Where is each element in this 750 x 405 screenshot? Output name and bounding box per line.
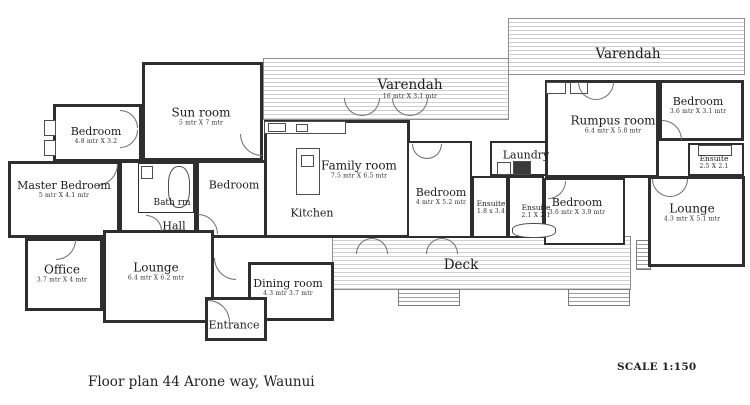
room-label-ensuite-a: Ensuite 1.8 x 3.4: [476, 199, 506, 215]
room-label-rumpus-room: Rumpus room 6.4 mtr X 5.8 mtr: [570, 113, 656, 135]
window-box-upper: [44, 120, 56, 136]
room-label-bath-rm: Bath rm: [153, 197, 191, 208]
kitchen-island: [296, 148, 320, 195]
plan-caption: Floor plan 44 Arone way, Waunui: [88, 374, 315, 390]
room-label-master-bedroom: Master Bedroom 5 mtr X 4.1 mtr: [17, 179, 111, 199]
room-label-lounge-left: Lounge 6.4 mtr X 6.2 mtr: [127, 260, 185, 282]
room-label-ensuite-ne: Ensuite 2.5 X 2.1: [699, 154, 729, 170]
toilet-icon-bath-rm: [141, 166, 153, 179]
rumpus-cabinet-icon: [546, 82, 566, 94]
scale-label: SCALE 1:150: [617, 361, 697, 373]
room-outline-bedroom-center: [407, 141, 472, 238]
room-label-bedroom-mid: Bedroom: [208, 178, 260, 192]
laundry-washer-icon: [497, 162, 511, 175]
room-label-ensuite-b: Ensuite 2.1 X 2.1: [521, 203, 551, 219]
door-arc-lounge-dining: [214, 258, 236, 280]
room-label-kitchen: Kitchen: [290, 206, 334, 220]
window-box-lower: [44, 140, 56, 156]
room-label-entrance: Entrance: [208, 318, 260, 332]
deck-steps-left: [398, 289, 460, 306]
room-label-dining-room: Dining room 4.3 mtr 3.7 mtr: [253, 277, 323, 297]
room-label-hall: Hall: [162, 219, 186, 233]
room-label-varendah-right: Varendah: [595, 46, 661, 63]
kitchen-stove-icon: [268, 123, 286, 132]
island-sink-icon: [301, 155, 314, 167]
room-label-bedroom-ne: Bedroom 3.6 mtr X 3.1 mtr: [669, 95, 727, 115]
room-label-lounge-right: Lounge 4.3 mtr X 5.1 mtr: [663, 201, 721, 223]
deck-steps-right: [568, 289, 630, 306]
bathtub-ensuite-b: [512, 223, 556, 238]
room-label-bedroom-se: Bedroom 3.6 mtr X 3.9 mtr: [548, 196, 606, 216]
room-outline-ensuite-a: [472, 176, 508, 238]
room-label-deck: Deck: [443, 257, 479, 274]
room-label-sun-room: Sun room 5 mtr X 7 mtr: [171, 105, 231, 127]
bathtub-bath-rm: [168, 166, 190, 208]
room-label-varendah-main: Varendah 16 mtr X 3.1 mtr: [377, 76, 443, 100]
bathtub-ensuite-ne: [698, 145, 732, 156]
room-outline-lounge-left: [103, 230, 214, 323]
verandah-right-area: [508, 18, 745, 75]
room-label-bedroom-center: Bedroom 4 mtr X 5.2 mtr: [415, 186, 467, 206]
kitchen-sink-icon: [296, 124, 308, 132]
room-label-office: Office 3.7 mtr X 4 mtr: [36, 262, 88, 284]
room-label-bedroom-nw: Bedroom 4.8 mtr X 3.2: [70, 125, 122, 145]
verandah-main-area: [263, 58, 509, 120]
room-label-family-room: Family room 7.5 mtr X 6.5 mtr: [321, 158, 397, 180]
laundry-dryer-icon: [513, 161, 531, 175]
room-label-laundry: Laundry: [502, 148, 550, 162]
